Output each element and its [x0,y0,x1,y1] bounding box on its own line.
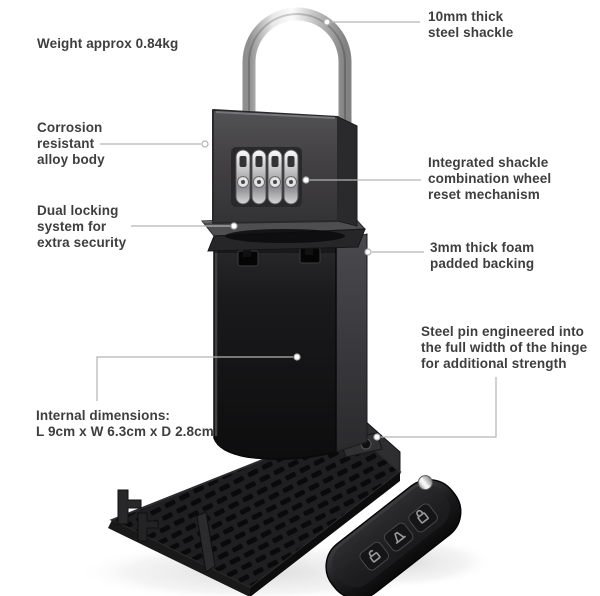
key-fob [325,475,462,596]
lock-closed-icon [416,509,429,524]
trunk-release-icon [394,531,407,545]
retention-prong [137,512,159,542]
leader-foam-backing [364,248,424,256]
fob-button-trunk [383,522,414,552]
label-steel-shackle: 10mm thick steel shackle [428,9,514,41]
key-release-button [417,475,433,491]
combination-wheel [283,149,299,205]
label-internal-dimensions: Internal dimensions: L 9cm x W 6.3cm x D… [36,408,214,440]
storage-compartment [213,233,368,460]
combination-wheel [267,149,283,205]
leader-dual-locking [131,222,238,230]
label-weight: Weight approx 0.84kg [37,36,179,51]
leader-reset-mechanism [302,176,421,184]
leader-steel-pin [373,377,497,441]
lock-body-side [337,116,358,227]
combination-wheel [251,149,267,205]
leader-corrosion [100,140,209,148]
base-plate [108,402,402,596]
lock-open-icon [368,550,381,563]
combination-wheel [235,149,251,205]
label-corrosion-resistant: Corrosion resistant alloy body [37,120,105,168]
compartment-interior [213,242,337,460]
center-fin [196,511,216,573]
leader-internal-dimensions [96,353,301,401]
leader-shackle [323,18,420,26]
label-foam-backing: 3mm thick foam padded backing [430,240,535,272]
label-dual-locking: Dual locking system for extra security [37,203,127,251]
label-steel-pin: Steel pin engineered into the full width… [421,324,588,372]
padlock-shackle [242,7,352,125]
label-reset-mechanism: Integrated shackle combination wheel res… [428,155,552,203]
fob-button-lock-closed [408,503,438,533]
side-panel [335,233,368,453]
combination-wheels [235,149,299,205]
fob-button-lock-open [359,541,390,571]
retention-prong [117,489,142,525]
